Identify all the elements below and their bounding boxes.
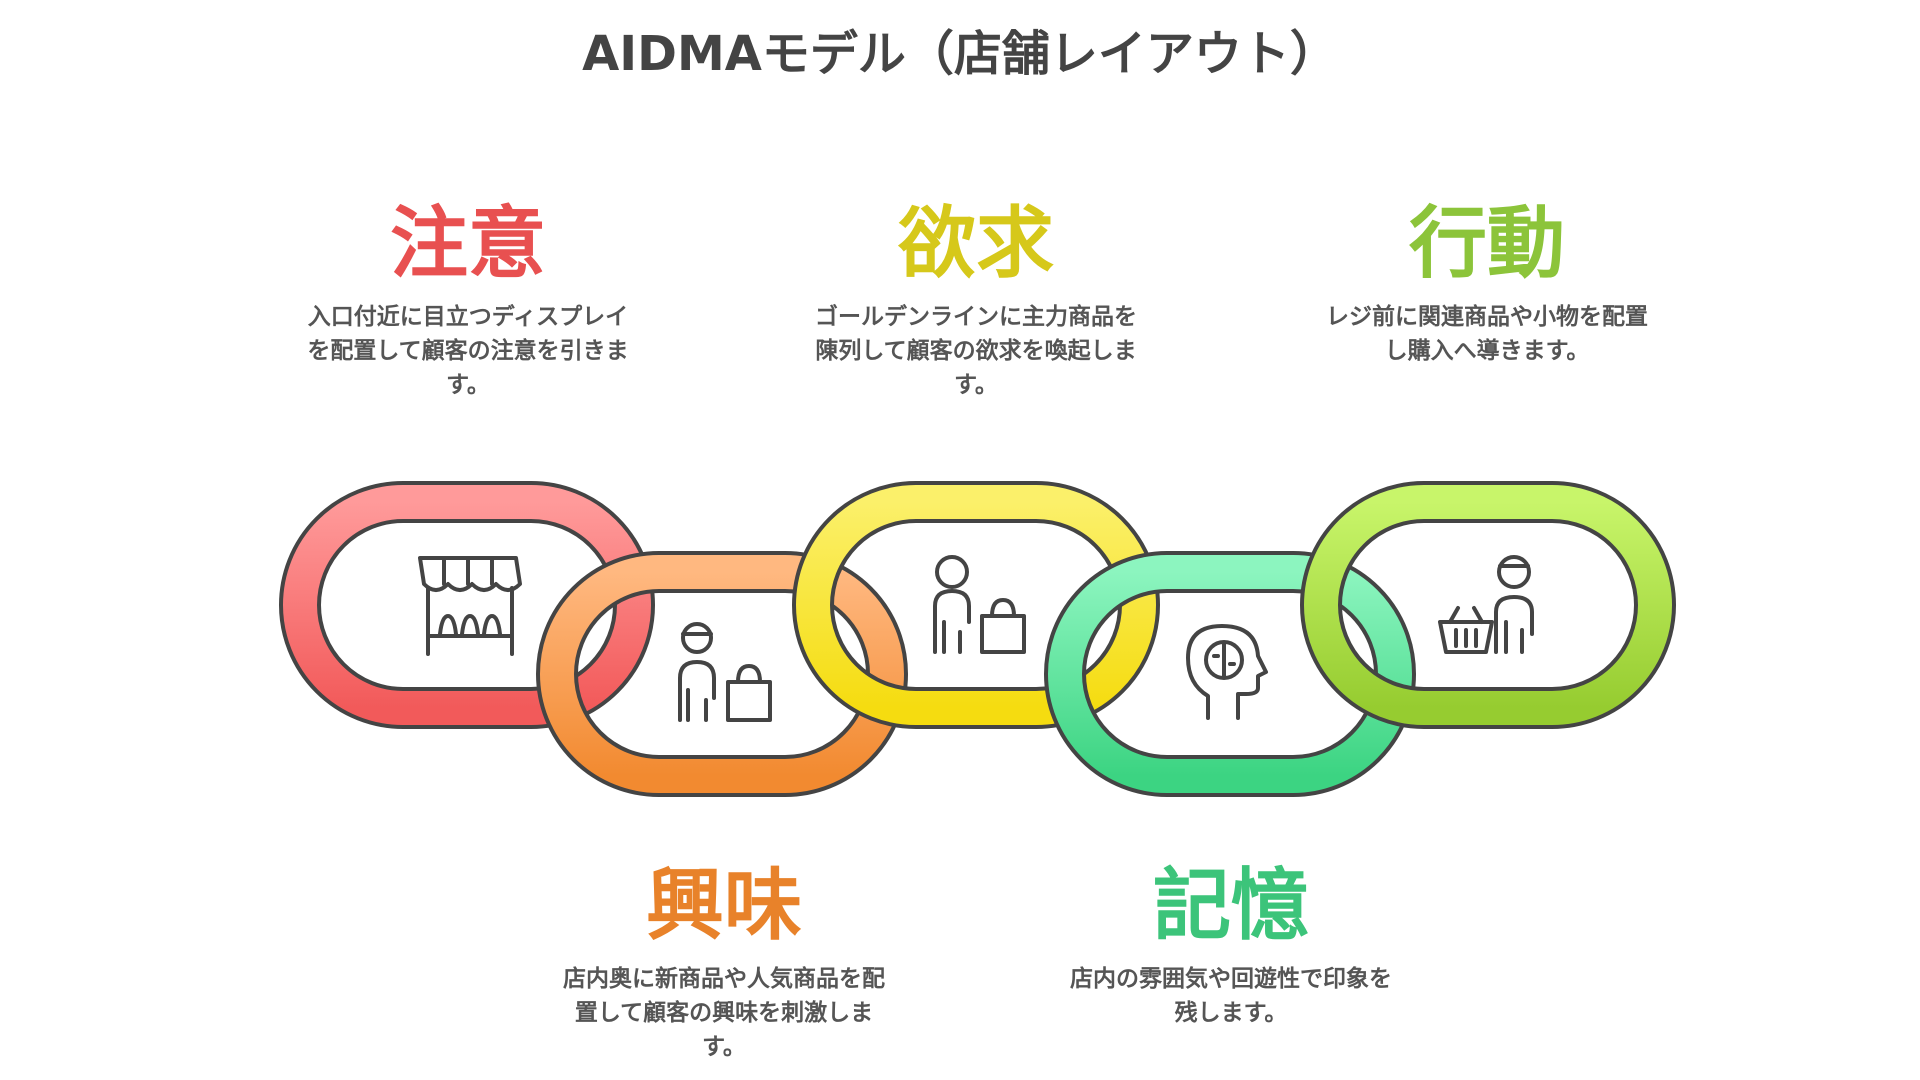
stage-memory: 記憶 店内の雰囲気や回遊性で印象を残します。: [1021, 858, 1441, 1030]
shopper-with-bag-icon: [678, 622, 772, 722]
chain-link-memory: [1044, 551, 1416, 797]
diagram-title: AIDMAモデル（店舗レイアウト）: [582, 26, 1338, 82]
chain-link-action: [1300, 481, 1676, 729]
storefront-icon: [418, 556, 522, 656]
chain-link-attention: [279, 481, 655, 729]
stage-heading: 記憶: [1152, 861, 1309, 951]
stage-heading: 興味: [645, 861, 802, 951]
stage-heading: 欲求: [897, 199, 1054, 289]
stage-description: レジ前に関連商品や小物を配置し購入へ導きます。: [1326, 304, 1648, 364]
person-with-bag-icon: [933, 555, 1026, 654]
stage-attention: 注意 入口付近に目立つディスプレイを配置して顧客の注意を引きます。: [258, 196, 678, 402]
chain-link-desire: [792, 481, 1160, 729]
stage-desire: 欲求 ゴールデンラインに主力商品を陳列して顧客の欲求を喚起します。: [766, 196, 1186, 402]
stage-heading: 行動: [1408, 199, 1565, 289]
stage-interest: 興味 店内奥に新商品や人気商品を配置して顧客の興味を刺激します。: [514, 858, 934, 1064]
stage-heading: 注意: [389, 199, 546, 289]
stage-description: ゴールデンラインに主力商品を陳列して顧客の欲求を喚起します。: [815, 304, 1137, 398]
head-brain-icon: [1186, 624, 1268, 720]
stage-description: 入口付近に目立つディスプレイを配置して顧客の注意を引きます。: [307, 304, 629, 398]
stage-description: 店内の雰囲気や回遊性で印象を残します。: [1070, 966, 1392, 1026]
stage-action: 行動 レジ前に関連商品や小物を配置し購入へ導きます。: [1277, 196, 1697, 368]
chain-link-interest: [536, 551, 908, 797]
shopper-with-basket-icon: [1438, 555, 1534, 654]
stage-description: 店内奥に新商品や人気商品を配置して顧客の興味を刺激します。: [563, 966, 885, 1060]
